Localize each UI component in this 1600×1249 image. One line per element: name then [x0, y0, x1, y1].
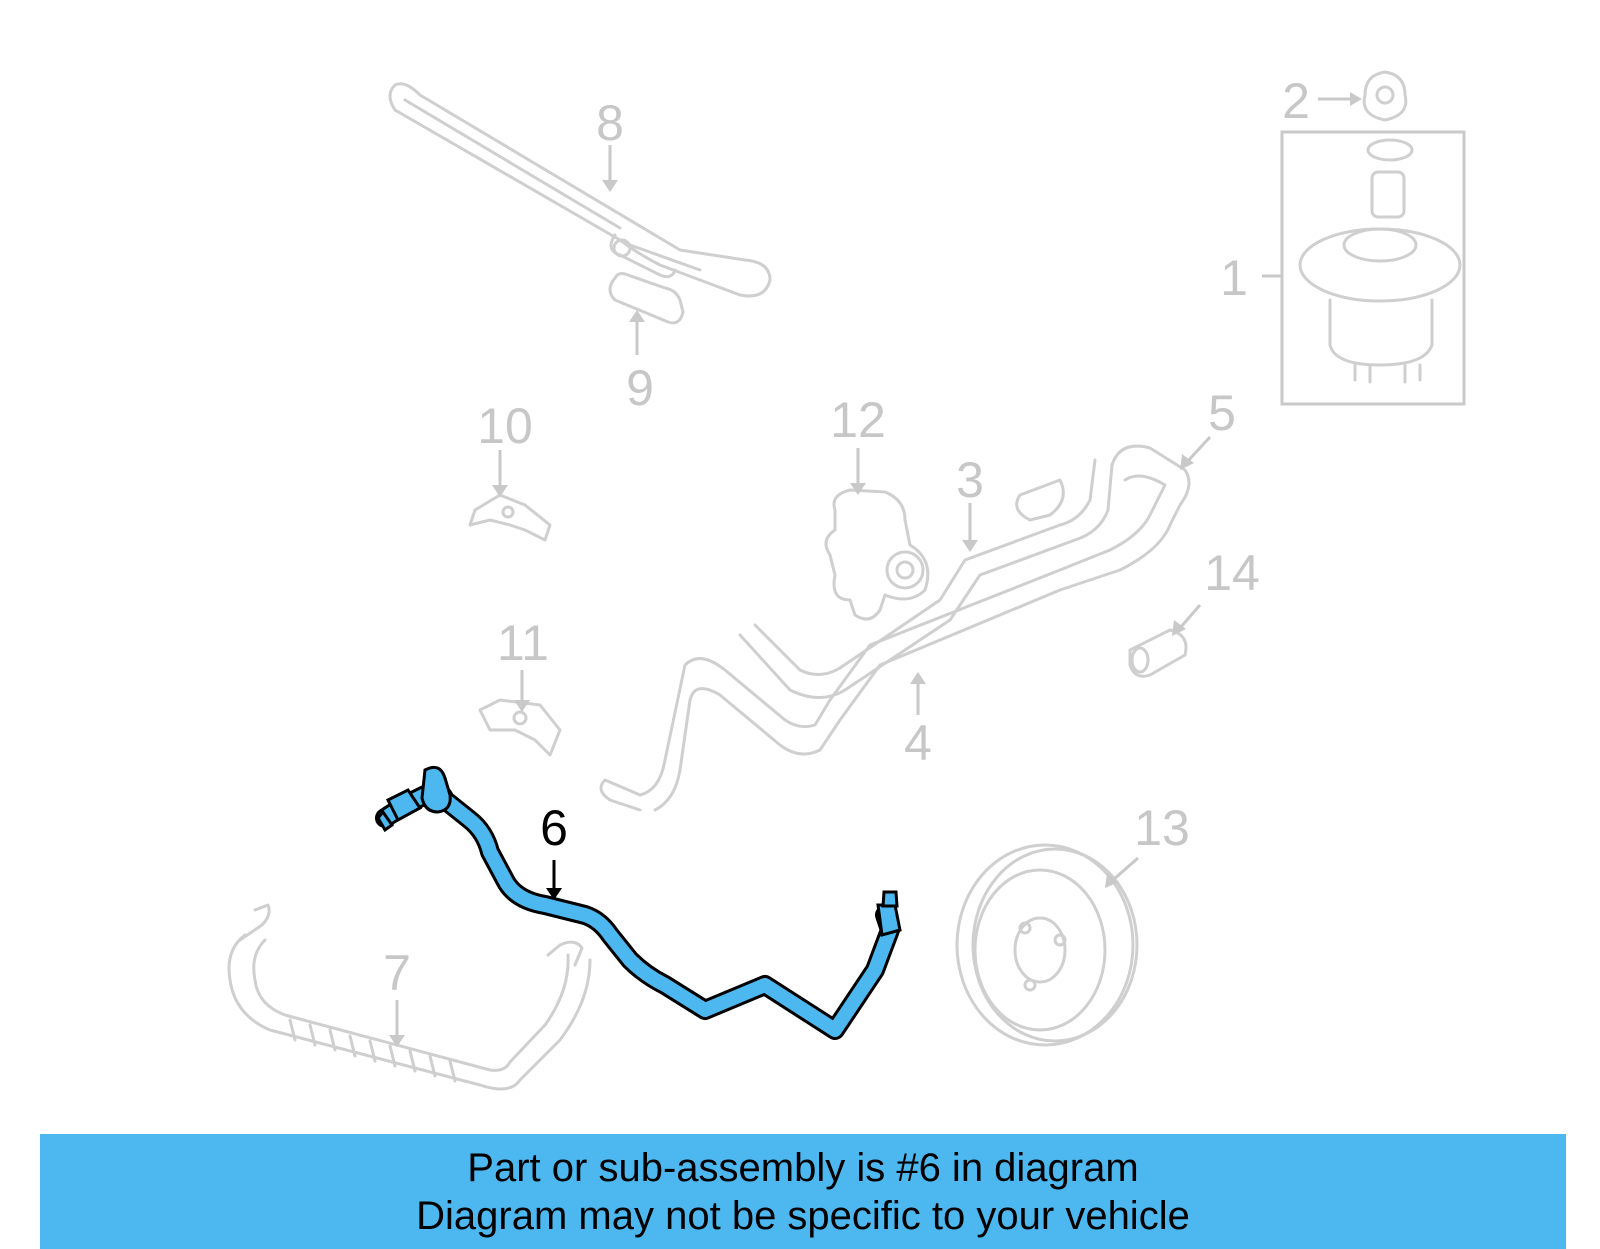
ghost-arrows	[389, 92, 1362, 1047]
callout-11: 11	[497, 615, 549, 671]
callout-1: 1	[1220, 250, 1248, 306]
part-3-4-5-hoses	[599, 444, 1191, 812]
callout-6: 6	[540, 800, 568, 856]
part-10-clamp	[468, 493, 552, 542]
callout-13: 13	[1134, 800, 1190, 856]
banner-part-line: Part or sub-assembly is #6 in diagram	[467, 1145, 1139, 1190]
callout-14: 14	[1204, 545, 1260, 601]
callout-8: 8	[596, 95, 624, 151]
part-13-pulley	[955, 843, 1139, 1047]
callout-9: 9	[626, 360, 654, 416]
info-banner: Part or sub-assembly is #6 in diagram Di…	[40, 1134, 1566, 1249]
part-14-sleeve	[1128, 628, 1188, 678]
callout-10: 10	[477, 398, 533, 454]
part-6-pressure-hose	[375, 765, 902, 1040]
part-1-reservoir-box	[1280, 130, 1466, 406]
callout-12: 12	[830, 392, 886, 448]
part-11-clamp	[478, 698, 562, 757]
part-6-arrow	[546, 860, 562, 900]
callout-7: 7	[383, 945, 411, 1001]
part-2-cap	[1362, 70, 1408, 122]
callout-2: 2	[1282, 73, 1310, 129]
callout-4: 4	[904, 715, 932, 771]
part-9-clip	[608, 272, 685, 325]
callout-5: 5	[1208, 385, 1236, 441]
part-12-valve	[824, 488, 930, 621]
part-8-bracket	[388, 82, 772, 298]
callout-3: 3	[956, 452, 984, 508]
banner-disclaimer-line: Diagram may not be specific to your vehi…	[416, 1193, 1190, 1238]
part-7-corrugated-hose	[227, 903, 592, 1091]
